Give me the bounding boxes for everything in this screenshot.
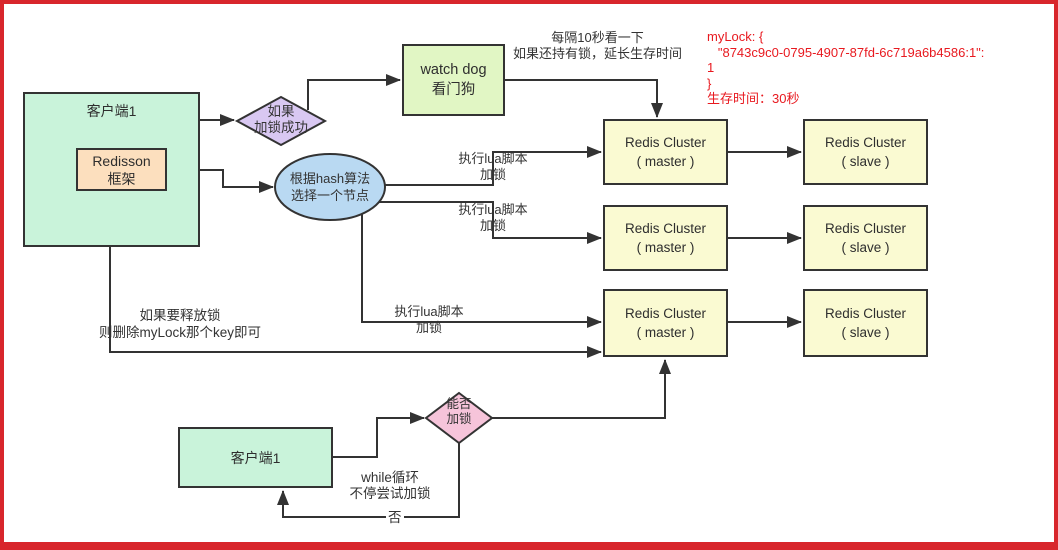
redisson-framework-label: Redisson 框架: [92, 152, 151, 187]
redisson-framework-box: Redisson 框架: [76, 148, 167, 191]
if-lock-success-label: 如果 加锁成功: [254, 104, 308, 135]
mylock-value-note: myLock: { "8743c9c0-0795-4907-87fd-6c719…: [707, 29, 985, 106]
redis-cluster-slave-1-box: Redis Cluster ( slave ): [803, 119, 928, 185]
connector-if-diamond-to-watchdog: [307, 74, 401, 110]
redis-cluster-slave-1-label: Redis Cluster ( slave ): [824, 135, 907, 169]
client-top-label: 客户端1: [86, 103, 137, 119]
redis-cluster-master-3-box: Redis Cluster ( master ): [603, 289, 728, 357]
client-bottom-label: 客户端1: [230, 449, 281, 466]
redis-cluster-slave-2-label: Redis Cluster ( slave ): [824, 221, 907, 255]
lua-script-note-2: 执行lua脚本 加锁: [458, 202, 528, 233]
watchdog-interval-note: 每隔10秒看一下 如果还持有锁，延长生存时间: [512, 30, 682, 61]
redis-cluster-slave-3-label: Redis Cluster ( slave ): [824, 306, 907, 340]
redis-cluster-master-2-label: Redis Cluster ( master ): [624, 221, 707, 255]
lua-script-note-1: 执行lua脚本 加锁: [458, 151, 528, 182]
while-retry-note: while循环 不停尝试加锁: [349, 470, 431, 501]
client-bottom-box: 客户端1: [178, 427, 333, 488]
redis-cluster-master-1-box: Redis Cluster ( master ): [603, 119, 728, 185]
redis-cluster-slave-3-box: Redis Cluster ( slave ): [803, 289, 928, 357]
connector-hash-to-master1: [385, 146, 602, 186]
redis-cluster-slave-2-box: Redis Cluster ( slave ): [803, 205, 928, 271]
watch-dog-box: watch dog 看门狗: [402, 44, 505, 116]
watch-dog-label: watch dog 看门狗: [420, 62, 487, 98]
redis-cluster-master-1-label: Redis Cluster ( master ): [624, 135, 707, 169]
redis-cluster-master-2-box: Redis Cluster ( master ): [603, 205, 728, 271]
connector-hash-to-master3: [361, 214, 602, 328]
redis-cluster-master-3-label: Redis Cluster ( master ): [624, 306, 707, 340]
hash-select-label: 根据hash算法 选择一个节点: [289, 171, 371, 203]
connector-can-lock-to-master3: [492, 359, 671, 419]
hash-select-ellipse: [274, 153, 386, 221]
release-lock-note: 如果要释放锁 则删除myLock那个key即可: [98, 308, 262, 340]
connector-client-release-to-master3: [109, 247, 602, 358]
connector-client-bottom-to-can-lock: [333, 412, 425, 458]
can-lock-label: 能否 加锁: [446, 397, 472, 426]
connector-watchdog-to-master1: [505, 79, 663, 118]
can-lock-diamond: [424, 391, 494, 445]
connector-can-lock-no-loop: [277, 443, 460, 518]
connector-hash-to-master2: [379, 201, 602, 244]
lua-script-note-3: 执行lua脚本 加锁: [394, 304, 464, 335]
no-branch-label: 否: [386, 506, 404, 526]
if-lock-success-diamond: [234, 95, 328, 147]
